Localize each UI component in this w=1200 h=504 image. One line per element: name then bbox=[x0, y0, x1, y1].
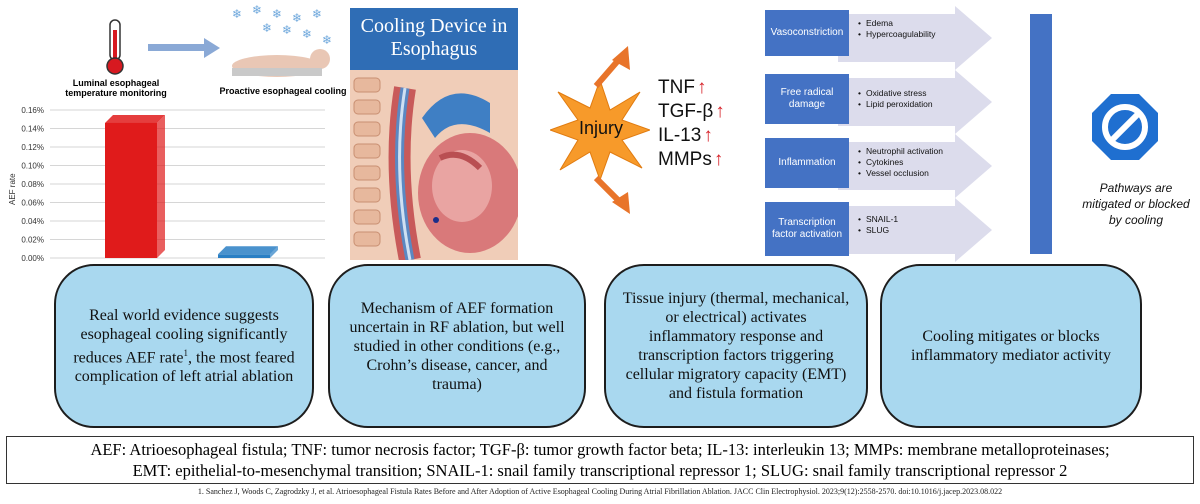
injury-arrows bbox=[593, 46, 630, 214]
svg-text:❄: ❄ bbox=[292, 11, 302, 25]
effect-item: SNAIL-1 bbox=[858, 214, 976, 225]
effect-item: Neutrophil activation bbox=[858, 146, 986, 157]
block-bar bbox=[1030, 14, 1052, 254]
evidence-text: Real world evidence suggests esophageal … bbox=[73, 306, 295, 386]
abbreviations-box: AEF: Atrioesophageal fistula; TNF: tumor… bbox=[6, 436, 1194, 484]
pathway-effects-vasoconstriction: Edema Hypercoagulability bbox=[856, 18, 976, 40]
svg-text:❄: ❄ bbox=[272, 7, 282, 21]
pathway-effects-transcription: SNAIL-1 SLUG bbox=[856, 214, 976, 236]
pathway-vasoconstriction: Vasoconstriction bbox=[765, 10, 849, 56]
chart-bar bbox=[218, 246, 278, 258]
up-arrow-icon: ↑ bbox=[713, 149, 724, 170]
effect-item: Cytokines bbox=[858, 157, 986, 168]
svg-text:❄: ❄ bbox=[232, 7, 242, 21]
pathway-effects-free-radical: Oxidative stress Lipid peroxidation bbox=[856, 88, 976, 110]
cooling-arrow bbox=[148, 38, 220, 58]
reference-citation: 1. Sanchez J, Woods C, Zagrodzky J, et a… bbox=[197, 487, 1003, 496]
footnote-marker: 1 bbox=[183, 347, 189, 358]
pathway-inflammation: Inflammation bbox=[765, 138, 849, 188]
prohibited-icon bbox=[1092, 94, 1158, 160]
device-title-line2: Esophagus bbox=[390, 38, 478, 60]
cooling-label: Proactive esophageal cooling bbox=[219, 86, 347, 96]
svg-text:❄: ❄ bbox=[302, 27, 312, 41]
pathway-effects-inflammation: Neutrophil activation Cytokines Vessel o… bbox=[856, 146, 986, 179]
svg-text:❄: ❄ bbox=[262, 21, 272, 35]
chart-y-tick-label: 0.00% bbox=[21, 254, 44, 263]
evidence-box: Real world evidence suggests esophageal … bbox=[54, 264, 314, 428]
marker-il-13: IL-13↑ bbox=[658, 125, 713, 146]
pathway-free-radical-damage: Free radical damage bbox=[765, 74, 849, 124]
aef-rate-chart: 0.00% 0.02% 0.04% 0.06% 0.08% 0.10% 0.12% 0.14%… bbox=[0, 98, 335, 266]
chart-y-tick-label: 0.06% bbox=[21, 199, 44, 208]
device-title-line1: Cooling Device in bbox=[360, 15, 508, 37]
thermometer-label: Luminal esophageal temperature monitorin… bbox=[65, 78, 167, 98]
cooling-device-image: Cooling Device in Esophagus bbox=[350, 8, 518, 260]
svg-text:❄: ❄ bbox=[252, 4, 262, 17]
mechanism-text: Mechanism of AEF formation uncertain in … bbox=[349, 299, 565, 393]
tissue-injury-box: Tissue injury (thermal, mechanical, or e… bbox=[604, 264, 868, 428]
arrow-up-right-icon bbox=[593, 46, 630, 88]
chart-bar bbox=[105, 114, 165, 258]
blocked-sign bbox=[1090, 92, 1160, 162]
up-arrow-icon: ↑ bbox=[703, 125, 713, 146]
device-title: Cooling Device in Esophagus bbox=[350, 8, 518, 70]
tissue-injury-text: Tissue injury (thermal, mechanical, or e… bbox=[622, 290, 850, 402]
chart-y-tick-label: 0.04% bbox=[21, 217, 44, 226]
effect-item: Vessel occlusion bbox=[858, 168, 986, 179]
marker-list: TNF↑ TGF-β↑ IL-13↑ MMPs↑ bbox=[658, 76, 758, 172]
abbreviations-line2: EMT: epithelial-to-mesenchymal transitio… bbox=[132, 461, 1068, 480]
patient-cooling-illustration: ❄❄❄ ❄❄❄ ❄❄❄ bbox=[222, 3, 342, 84]
injury-label: Injury bbox=[578, 118, 623, 138]
pathway-transcription-factor: Transcription factor activation bbox=[765, 202, 849, 256]
svg-text:❄: ❄ bbox=[282, 23, 292, 37]
aef-rate-chart-svg: 0.00% 0.02% 0.04% 0.06% 0.08% 0.10% 0.12% 0.14%… bbox=[21, 106, 325, 263]
abbreviations-line1: AEF: Atrioesophageal fistula; TNF: tumor… bbox=[90, 440, 1110, 459]
chart-y-axis-label: AEF rate bbox=[8, 173, 17, 205]
effect-item: Oxidative stress bbox=[858, 88, 976, 99]
effect-item: Lipid peroxidation bbox=[858, 99, 976, 110]
thermometer-illustration bbox=[100, 18, 130, 76]
thermometer-icon bbox=[106, 19, 124, 75]
marker-mmps: MMPs↑ bbox=[658, 149, 724, 170]
up-arrow-icon: ↑ bbox=[696, 77, 707, 98]
marker-tgf-beta: TGF-β↑ bbox=[658, 101, 725, 122]
marker-tnf: TNF↑ bbox=[658, 77, 707, 98]
arrow-down-right-icon bbox=[593, 175, 630, 214]
svg-text:❄: ❄ bbox=[322, 33, 332, 47]
effect-item: Hypercoagulability bbox=[858, 29, 976, 40]
chart-y-tick-label: 0.12% bbox=[21, 143, 44, 152]
chart-y-tick-label: 0.08% bbox=[21, 180, 44, 189]
chart-y-tick-label: 0.14% bbox=[21, 125, 44, 134]
effect-item: Edema bbox=[858, 18, 976, 29]
cooling-mitigates-box: Cooling mitigates or blocks inflammatory… bbox=[880, 264, 1142, 428]
cooling-mitigates-text: Cooling mitigates or blocks inflammatory… bbox=[911, 328, 1111, 364]
effect-item: SLUG bbox=[858, 225, 976, 236]
blocked-caption: Pathways are mitigated or blocked by coo… bbox=[1082, 181, 1190, 227]
chart-y-tick-label: 0.16% bbox=[21, 106, 44, 115]
mechanism-box: Mechanism of AEF formation uncertain in … bbox=[328, 264, 586, 428]
up-arrow-icon: ↑ bbox=[715, 101, 725, 122]
svg-text:❄: ❄ bbox=[312, 7, 322, 21]
chart-y-tick-label: 0.02% bbox=[21, 236, 44, 245]
chart-y-tick-label: 0.10% bbox=[21, 162, 44, 171]
